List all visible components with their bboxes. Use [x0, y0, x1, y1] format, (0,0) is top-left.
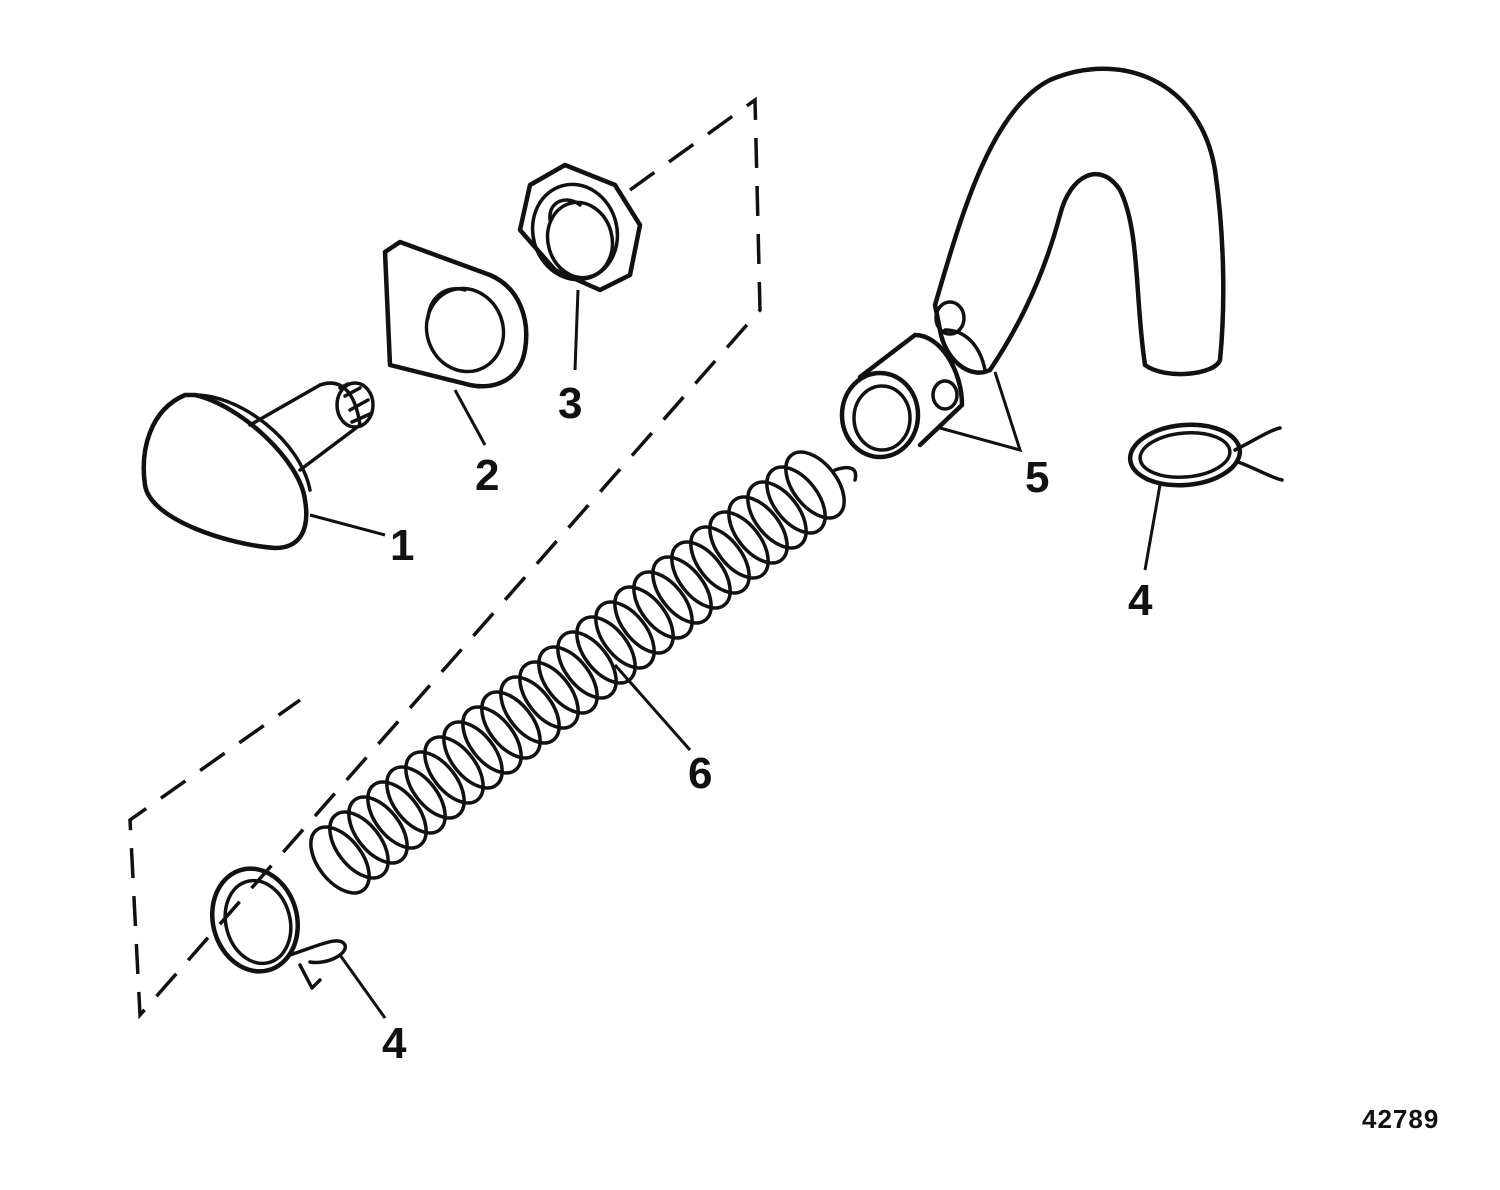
spring-coil-turn	[461, 705, 523, 775]
part-3-hex-nut	[517, 162, 643, 293]
spring-end-hook	[833, 466, 858, 482]
spring-coil-turn	[632, 570, 694, 640]
spring-coil-turn	[366, 780, 428, 850]
leader-lines	[309, 289, 1162, 1019]
spring-coil-turn	[499, 675, 561, 745]
callout-5: 5	[1025, 453, 1049, 502]
figure-number: 42789	[1362, 1104, 1439, 1134]
assembly-dashed-outline	[128, 96, 762, 1020]
spring-coil-turn	[708, 510, 770, 580]
callout-4-left: 4	[382, 1019, 407, 1068]
spring-coil-turn	[594, 600, 656, 670]
spring-coil-turn	[423, 735, 485, 805]
callout-1: 1	[390, 521, 414, 570]
spring-coil-turn	[651, 555, 713, 625]
spring-coil-turn	[328, 810, 390, 880]
spring-coil-turn	[556, 630, 618, 700]
spring-coil-turn	[727, 495, 789, 565]
callout-4-right: 4	[1128, 576, 1153, 625]
spring-coil-turn	[575, 615, 637, 685]
spring-coil-turn	[347, 795, 409, 865]
part-6-coil-spring	[309, 450, 858, 895]
part-4-right-spring-clip	[1127, 422, 1284, 488]
callout-6: 6	[688, 749, 712, 798]
spring-coil-turn	[670, 540, 732, 610]
part-4-left-spring-clip	[210, 866, 347, 990]
spring-coil-turn	[480, 690, 542, 760]
spring-coil-turn	[537, 645, 599, 715]
callout-3: 3	[558, 379, 582, 428]
spring-coil-turn	[746, 480, 808, 550]
spring-coil-turn	[442, 720, 504, 790]
spring-coil-turn	[518, 660, 580, 730]
spring-coil-turn	[613, 585, 675, 655]
spring-coil-turn	[404, 750, 466, 820]
spring-coil-turn	[309, 825, 371, 895]
part-1-knob	[141, 381, 375, 551]
part-2-washer-plate	[382, 239, 529, 389]
spring-coil-turn	[689, 525, 751, 595]
spring-coil-turn	[765, 465, 827, 535]
callout-2: 2	[475, 451, 499, 500]
spring-coil-turn	[385, 765, 447, 835]
part-5-fitting-and-tube	[839, 66, 1226, 460]
spring-coil-turn	[784, 450, 846, 520]
